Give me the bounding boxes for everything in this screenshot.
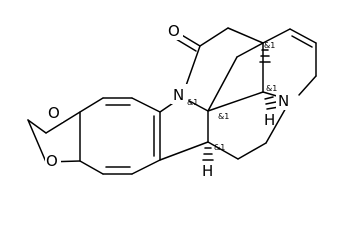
stereo-label-spiro-center: &1 [218, 112, 229, 121]
bond-pyridine-2 [289, 28, 317, 44]
stereo-label-ring-junction-h: &1 [266, 84, 277, 93]
bond-pyridine-4 [298, 75, 317, 96]
hashed-bond-h-bottom [202, 147, 214, 161]
bond-dioxole-4 [45, 111, 81, 134]
stereo-label-top-quaternary: &1 [264, 41, 275, 50]
atom-hydrogen-bottom: H [202, 162, 213, 180]
atom-dioxole-oxygen-bottom: O [46, 152, 58, 170]
bond-dioxole-2 [27, 119, 47, 163]
stereo-label-amide-nitrogen: &1 [187, 98, 198, 107]
bond-dioxole-1 [27, 119, 47, 134]
atom-amide-nitrogen: N [173, 86, 184, 104]
atom-hydrogen-right: H [264, 111, 275, 129]
bond-benzene-3 [131, 97, 161, 113]
bond-pyridine-1 [262, 28, 291, 44]
bond-lower-3 [265, 105, 288, 144]
bond-bridge-2 [207, 56, 238, 112]
bond-benzene-7 [79, 160, 104, 175]
bond-junction-2 [207, 91, 264, 112]
hashed-bond-quaternary [259, 49, 271, 63]
atom-carbonyl-oxygen: O [168, 22, 180, 40]
stereo-label-aryl-junction-h: &1 [214, 143, 225, 152]
bond-benzene-5 [131, 159, 161, 175]
bond-carbonyl-1 [179, 33, 201, 47]
atom-labels: O N N O O H H [45, 20, 294, 180]
bond-lactam-3 [227, 27, 264, 44]
bond-skeleton [27, 27, 317, 175]
stereo-labels: &1 &1 &1 &1 &1 [187, 41, 277, 152]
chemical-structure: O N N O O H H &1 &1 &1 &1 &1 [27, 20, 317, 180]
atom-amine-nitrogen: N [278, 92, 289, 110]
bond-benzene-1 [79, 97, 104, 113]
bond-pyridine-double [291, 35, 313, 48]
atom-dioxole-oxygen-top: O [48, 104, 60, 122]
bond-lower-1 [207, 141, 239, 160]
bond-lactam-2 [199, 27, 229, 47]
bond-indoline-4 [159, 141, 209, 161]
bond-lower-2 [237, 142, 267, 160]
bond-bridge-1 [236, 42, 264, 58]
bond-carbonyl-2 [175, 38, 197, 52]
